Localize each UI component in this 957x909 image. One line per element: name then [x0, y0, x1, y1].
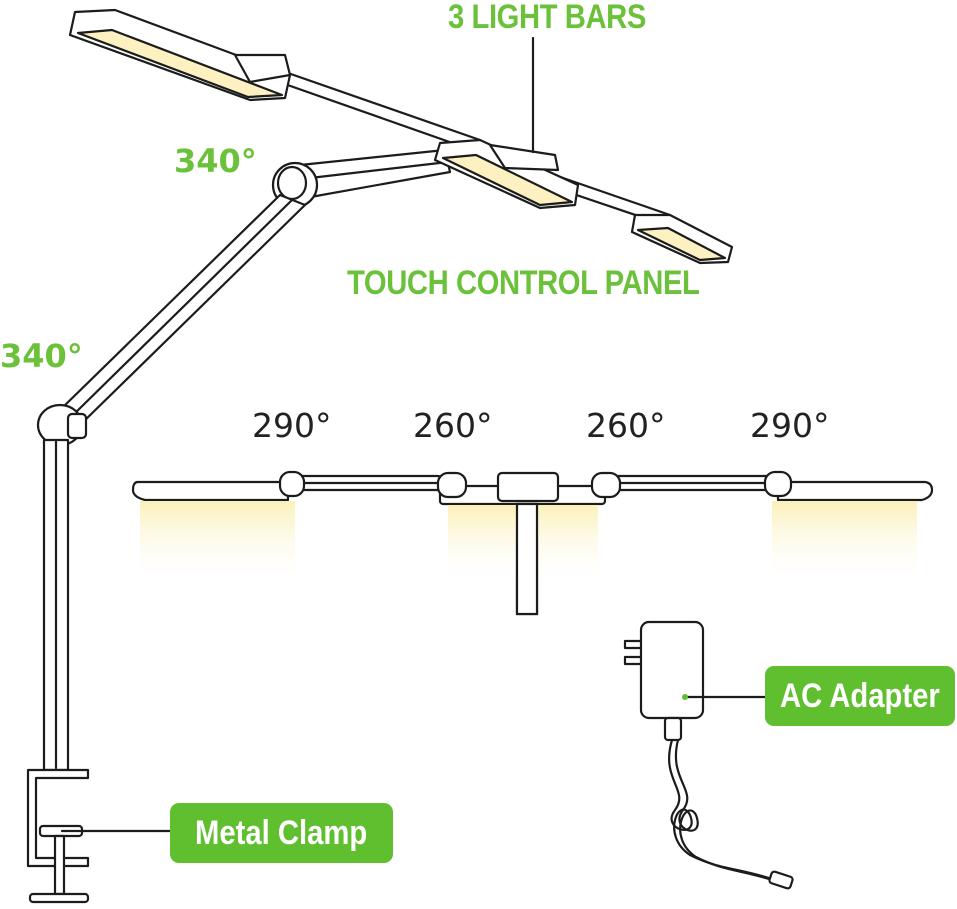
bar-angle-1: 290° — [252, 406, 332, 445]
bar-angle-3: 260° — [586, 406, 666, 445]
upper-arm — [298, 148, 452, 200]
adapter-dot — [682, 694, 688, 700]
base-joint — [36, 403, 88, 447]
touch-panel-label: TOUCH CONTROL PANEL — [347, 264, 700, 302]
bar-angle-2: 260° — [413, 406, 493, 445]
light-bars-label: 3 LIGHT BARS — [448, 0, 646, 36]
top-light-bar-3 — [630, 213, 734, 265]
ac-adapter-label: AC Adapter — [780, 676, 940, 715]
metal-clamp-badge: Metal Clamp — [170, 803, 393, 863]
lower-arm-angle: 340° — [0, 337, 83, 375]
top-light-bar-2 — [433, 138, 580, 210]
center-stem — [515, 502, 539, 616]
vertical-pole — [42, 438, 70, 772]
bar-angle-4: 290° — [750, 406, 830, 445]
ac-adapter-shape — [623, 620, 794, 890]
upper-arm-angle: 340° — [174, 142, 257, 180]
lower-arm — [58, 193, 307, 427]
ac-adapter-badge: AC Adapter — [765, 666, 955, 726]
metal-clamp-shape — [26, 768, 90, 904]
top-connecting-bar — [260, 63, 482, 154]
top-light-bar-1 — [68, 8, 292, 102]
metal-clamp-label: Metal Clamp — [195, 813, 368, 852]
